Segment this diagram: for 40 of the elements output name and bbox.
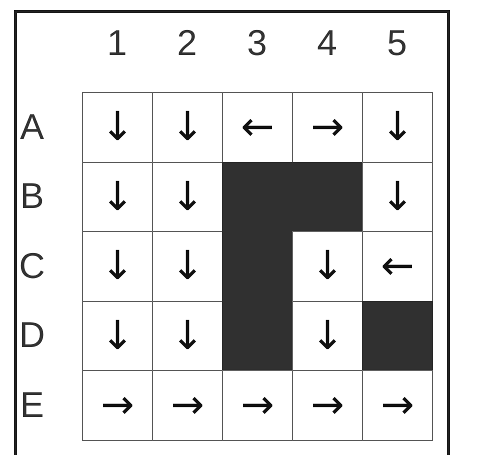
policy-symbol: ↓ bbox=[170, 316, 204, 356]
grid-cell bbox=[362, 92, 433, 162]
policy-symbol: ← bbox=[240, 107, 274, 148]
policy-symbol: ↓ bbox=[100, 316, 134, 356]
grid-cell bbox=[82, 370, 153, 440]
column-number: 4 bbox=[316, 25, 338, 61]
policy-symbol: → bbox=[170, 385, 204, 426]
policy-symbol: → bbox=[380, 385, 414, 426]
grid-cell bbox=[292, 231, 363, 302]
grid-cell bbox=[362, 162, 433, 232]
row-letter: E bbox=[18, 386, 45, 423]
policy-symbol: ← bbox=[380, 246, 414, 286]
grid-cell bbox=[82, 92, 153, 162]
obstacle-cell bbox=[292, 162, 363, 232]
policy-symbol: → bbox=[100, 385, 134, 426]
policy-symbol: → bbox=[240, 385, 274, 426]
policy-symbol: ↓ bbox=[380, 107, 414, 148]
policy-symbol: ↓ bbox=[310, 316, 344, 356]
obstacle-cell bbox=[362, 300, 433, 371]
column-number: 3 bbox=[246, 25, 268, 61]
column-number: 5 bbox=[386, 25, 408, 61]
row-letter: C bbox=[18, 248, 46, 284]
policy-symbol: ↓ bbox=[170, 176, 204, 217]
column-number: 2 bbox=[176, 25, 198, 61]
policy-symbol: ↓ bbox=[100, 176, 134, 217]
policy-symbol: ↓ bbox=[380, 176, 414, 217]
policy-symbol: ↓ bbox=[310, 246, 344, 286]
grid-cell bbox=[222, 370, 293, 440]
row-letter: B bbox=[18, 178, 45, 214]
obstacle-cell bbox=[222, 300, 293, 371]
policy-symbol: → bbox=[310, 107, 344, 148]
row-letter: D bbox=[18, 317, 46, 354]
column-number: 1 bbox=[106, 25, 128, 61]
policy-symbol: ↓ bbox=[100, 107, 134, 148]
grid-cell bbox=[362, 370, 433, 440]
row-letter: A bbox=[18, 108, 45, 145]
policy-symbol: → bbox=[310, 385, 344, 426]
policy-symbol: ↓ bbox=[170, 107, 204, 148]
policy-symbol: ↓ bbox=[100, 246, 134, 286]
policy-symbol: ↓ bbox=[170, 246, 204, 286]
